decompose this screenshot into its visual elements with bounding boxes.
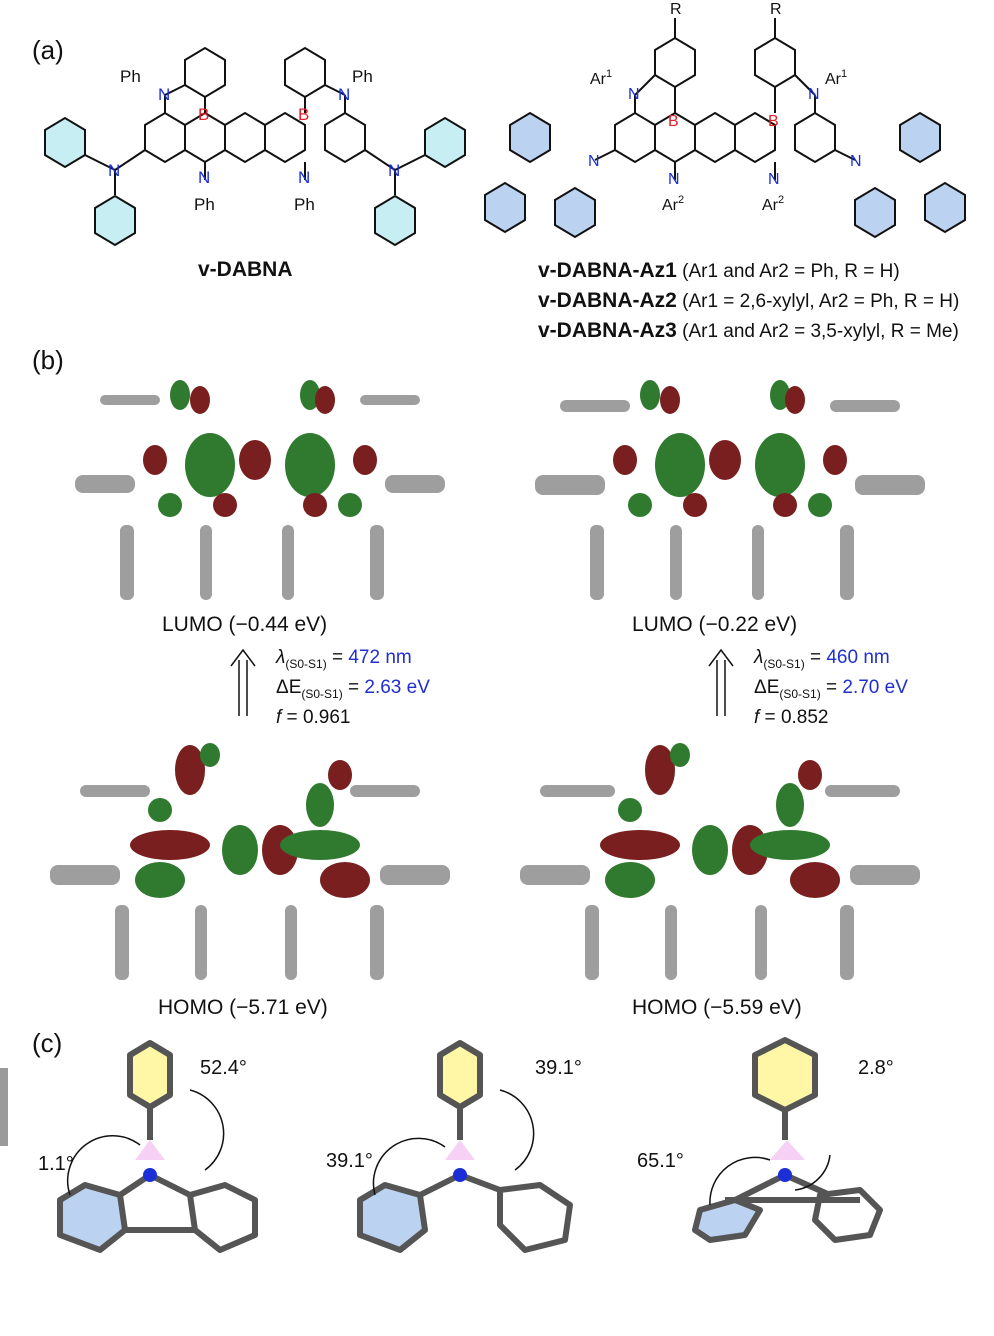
- svg-text:Ph: Ph: [352, 67, 373, 86]
- excitation-arrow-left: [230, 648, 256, 716]
- excitation-arrow-right: [708, 648, 734, 716]
- v-dabna-az-structure: R R N N B B N N N N Ar1 Ar1 Ar2 Ar2: [484, 1, 966, 239]
- svg-text:N: N: [198, 168, 210, 187]
- svg-text:N: N: [588, 153, 600, 170]
- variant-az1: v-DABNA-Az1 (Ar1 and Ar2 = Ph, R = H): [538, 259, 900, 282]
- lumo-right-image: [535, 380, 925, 600]
- svg-text:R: R: [770, 1, 782, 18]
- v-dabna-structure: N N B B N N N N Ph Ph Ph Ph: [44, 46, 466, 247]
- calc-left: λ(S0-S1) = 472 nm ΔE(S0-S1) = 2.63 eV f …: [276, 646, 430, 729]
- lumo-right-caption: LUMO (−0.22 eV): [632, 613, 798, 636]
- svg-text:N: N: [668, 171, 680, 188]
- delta-e-right: ΔE(S0-S1) = 2.70 eV: [754, 676, 908, 701]
- svg-text:B: B: [198, 105, 209, 124]
- calc-right: λ(S0-S1) = 460 nm ΔE(S0-S1) = 2.70 eV f …: [754, 646, 908, 729]
- variant-az2: v-DABNA-Az2 (Ar1 = 2,6-xylyl, Ar2 = Ph, …: [538, 289, 960, 312]
- angle-left-side: 1.1°: [38, 1153, 74, 1175]
- angle-left-top: 52.4°: [200, 1057, 247, 1079]
- homo-left-caption: HOMO (−5.71 eV): [158, 996, 328, 1019]
- homo-right-caption: HOMO (−5.59 eV): [632, 996, 802, 1019]
- margin-gray-bar: [0, 1068, 8, 1146]
- svg-text:N: N: [338, 85, 350, 104]
- angle-right-side: 65.1°: [637, 1150, 684, 1172]
- geometry-middle: [357, 1040, 573, 1253]
- geometry-left: [57, 1040, 258, 1253]
- angle-right-top: 2.8°: [858, 1057, 894, 1079]
- lambda-right: λ(S0-S1) = 460 nm: [754, 647, 890, 671]
- lumo-left-image: [75, 380, 445, 600]
- svg-text:N: N: [850, 153, 862, 170]
- svg-text:Ar2: Ar2: [762, 194, 784, 214]
- panel-label-b: (b): [32, 345, 64, 375]
- svg-text:N: N: [628, 86, 640, 103]
- svg-text:N: N: [808, 86, 820, 103]
- svg-text:N: N: [108, 161, 120, 180]
- svg-text:B: B: [768, 113, 779, 130]
- angle-middle-top: 39.1°: [535, 1057, 582, 1079]
- svg-text:Ar2: Ar2: [662, 194, 684, 214]
- lumo-left-caption: LUMO (−0.44 eV): [162, 613, 328, 636]
- geometry-right: [692, 1037, 883, 1243]
- variant-az3: v-DABNA-Az3 (Ar1 and Ar2 = 3,5-xylyl, R …: [538, 319, 959, 342]
- v-dabna-label: v-DABNA: [198, 258, 293, 281]
- svg-text:Ar1: Ar1: [825, 68, 847, 88]
- svg-text:Ph: Ph: [294, 195, 315, 214]
- panel-label-c: (c): [32, 1028, 63, 1058]
- svg-text:Ar1: Ar1: [590, 68, 612, 88]
- homo-left-image: [50, 743, 450, 980]
- lambda-left: λ(S0-S1) = 472 nm: [276, 647, 412, 671]
- svg-text:Ph: Ph: [120, 67, 141, 86]
- svg-text:R: R: [670, 1, 682, 18]
- oscillator-right: f = 0.852: [754, 706, 829, 728]
- angle-middle-side: 39.1°: [326, 1150, 373, 1172]
- svg-text:N: N: [298, 168, 310, 187]
- svg-text:B: B: [298, 105, 309, 124]
- svg-text:N: N: [158, 85, 170, 104]
- svg-text:Ph: Ph: [194, 195, 215, 214]
- svg-text:N: N: [388, 161, 400, 180]
- svg-text:N: N: [768, 171, 780, 188]
- homo-right-image: [520, 743, 920, 980]
- panel-label-a: (a): [32, 35, 64, 65]
- svg-text:B: B: [668, 113, 679, 130]
- oscillator-left: f = 0.961: [276, 706, 351, 728]
- delta-e-left: ΔE(S0-S1) = 2.63 eV: [276, 676, 430, 701]
